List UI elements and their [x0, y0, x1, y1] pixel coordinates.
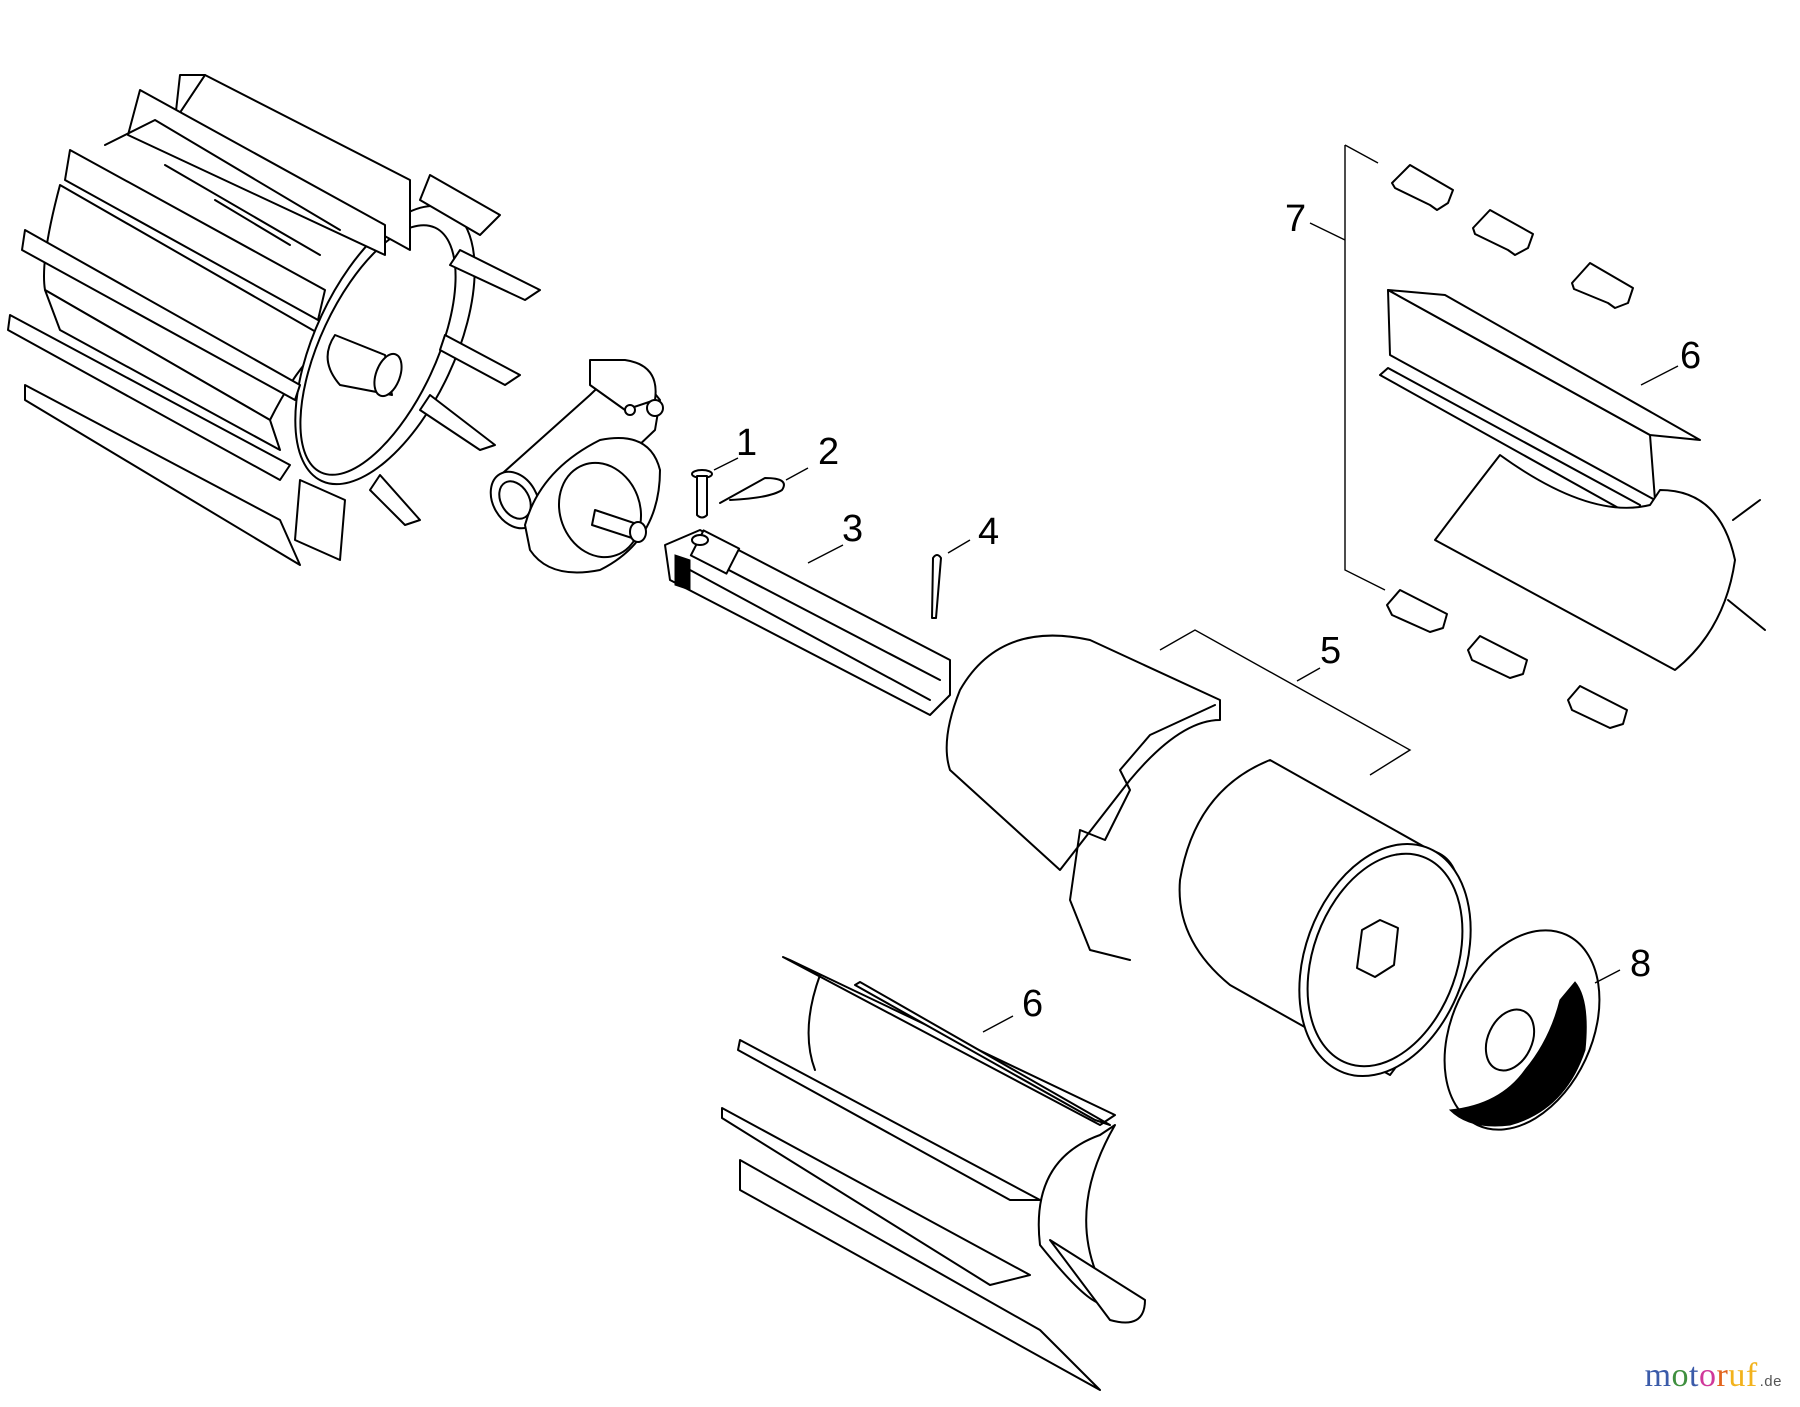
watermark-letter: m	[1644, 1357, 1672, 1394]
watermark-letter: f	[1745, 1357, 1758, 1394]
callout-8: 8	[1630, 943, 1652, 985]
watermark-tld: .de	[1759, 1373, 1782, 1390]
part-6-paddle-lower	[721, 956, 1146, 1391]
watermark-letter: r	[1716, 1357, 1729, 1394]
callout-2: 2	[818, 431, 840, 473]
watermark-letter: o	[1698, 1357, 1717, 1394]
left-paddle-wheel	[7, 74, 541, 566]
part-2-hairpin-clip	[719, 467, 809, 504]
part-7-clip-set	[1309, 144, 1634, 729]
part-8-end-cap	[1443, 929, 1621, 1131]
callout-5: 5	[1320, 630, 1342, 672]
callout-1: 1	[736, 422, 758, 464]
watermark-letter: u	[1728, 1357, 1746, 1394]
callout-6-lower: 6	[1022, 983, 1044, 1025]
part-4-cotter-pin	[931, 539, 971, 619]
watermark-logo: motoruf.de	[1645, 1357, 1782, 1395]
watermark-letter: t	[1689, 1357, 1699, 1394]
watermark-letter: o	[1671, 1357, 1690, 1394]
callout-4: 4	[978, 511, 1000, 553]
callout-7: 7	[1285, 198, 1307, 240]
part-3-shaft-carrier	[664, 529, 951, 716]
part-6-paddle-upper-right	[1379, 289, 1766, 671]
part-5-roller-drum	[945, 629, 1472, 1078]
callout-3: 3	[842, 508, 864, 550]
callout-6-upper: 6	[1680, 335, 1702, 377]
gearbox-housing	[489, 359, 664, 574]
part-1-clevis-pin	[691, 457, 739, 519]
